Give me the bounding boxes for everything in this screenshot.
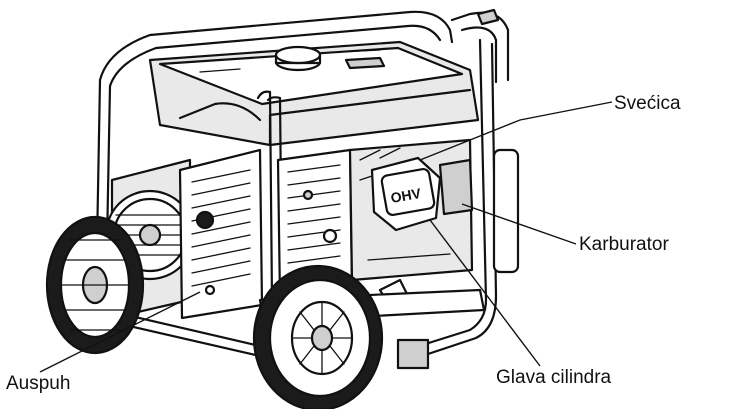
- left-wheel: [45, 215, 145, 355]
- engine: OHV: [348, 138, 520, 370]
- ohv-badge: OHV: [389, 185, 422, 206]
- leader-carburator: [461, 203, 577, 245]
- callout-spark-plug: Svećica: [614, 93, 681, 114]
- leader-exhaust: [39, 291, 201, 373]
- leader-spark-plug: [419, 101, 613, 161]
- fuel-tank: [148, 40, 480, 147]
- callout-leaders: [39, 101, 613, 373]
- right-wheel: [252, 264, 384, 412]
- callout-exhaust: Auspuh: [6, 373, 71, 394]
- leader-cylinder-head: [429, 219, 541, 367]
- callout-cylinder-head: Glava cilindra: [496, 367, 612, 388]
- callout-carburetor: Karburator: [579, 234, 669, 255]
